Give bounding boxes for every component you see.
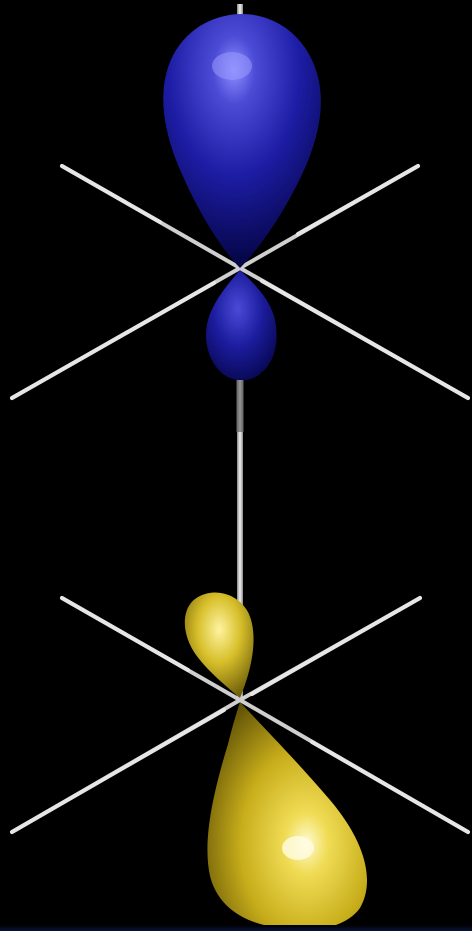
bottom-edge-strip [0,925,472,931]
lower-lobe-highlight [282,836,314,860]
upper-lobe-highlight [212,52,252,80]
